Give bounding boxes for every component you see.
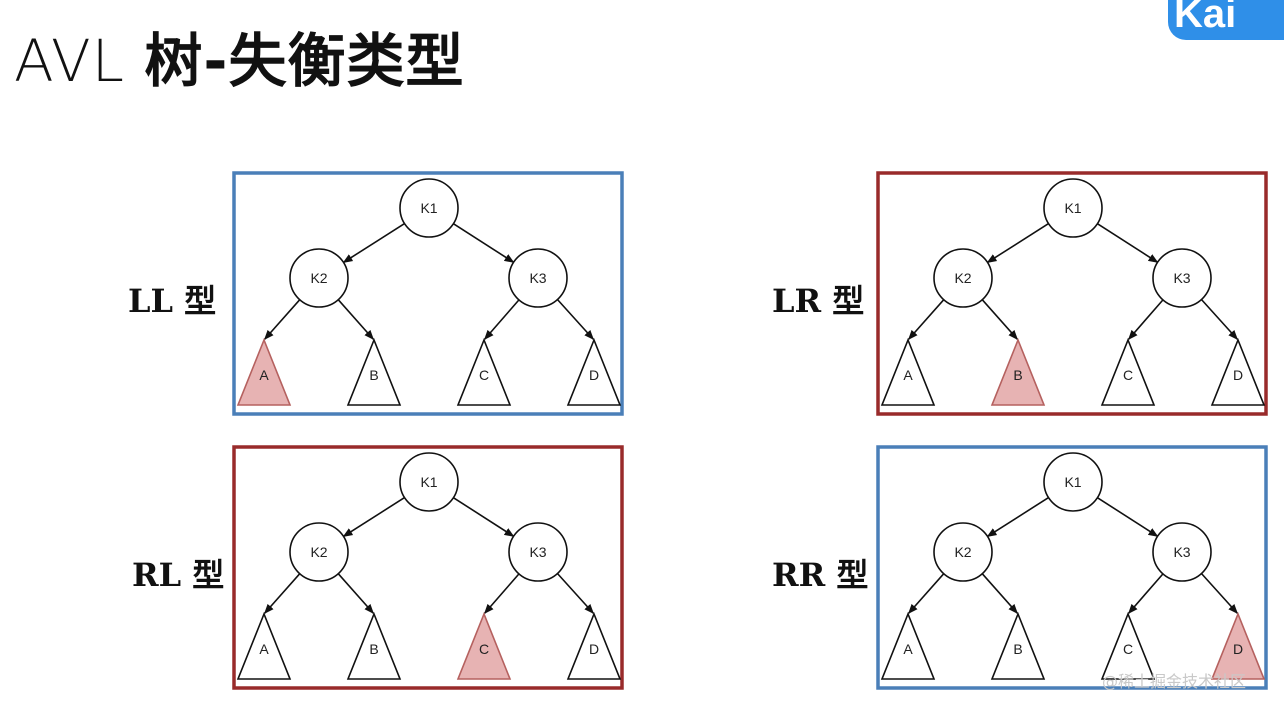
- node-k2: [933, 248, 993, 308]
- panel-label-lr: LR 型: [772, 282, 865, 320]
- node-k1-label: K1: [1064, 474, 1081, 490]
- edge-to-subtree-a: [908, 573, 945, 615]
- node-k3: [1152, 522, 1212, 582]
- edge-to-subtree-d: [1200, 298, 1238, 341]
- node-k1: [1043, 452, 1103, 512]
- node-k2: [933, 522, 993, 582]
- subtree-label-d: D: [589, 641, 599, 657]
- subtree-d: [566, 611, 622, 680]
- panel-frame-ll: [232, 171, 624, 416]
- subtree-b: [346, 611, 402, 680]
- node-k3: [508, 248, 568, 308]
- subtree-label-b: B: [1013, 367, 1022, 383]
- node-k2-label: K2: [954, 270, 971, 286]
- subtree-label-d: D: [1233, 367, 1243, 383]
- panel-label-rr: RR 型: [772, 556, 869, 594]
- node-k1: [399, 178, 459, 238]
- edge-to-subtree-b: [337, 573, 375, 615]
- edge-to-subtree-c: [1127, 573, 1164, 614]
- edge-to-subtree-b: [981, 299, 1018, 340]
- node-k3-label: K3: [1173, 544, 1190, 560]
- subtree-label-a: A: [903, 641, 913, 657]
- node-k3-label: K3: [1173, 270, 1190, 286]
- panel-frame-rr: [876, 445, 1268, 690]
- edge-k1-k2: [986, 496, 1049, 538]
- edge-to-subtree-d: [556, 298, 594, 341]
- subtree-label-c: C: [479, 367, 489, 383]
- subtree-a: [236, 611, 292, 680]
- subtree-c: [1100, 611, 1156, 680]
- node-k2: [289, 248, 349, 308]
- brand-logo: Kai: [1168, 0, 1284, 40]
- subtree-label-c: C: [1123, 641, 1133, 657]
- subtree-a: [880, 611, 936, 680]
- subtree-label-b: B: [369, 367, 378, 383]
- subtree-label-d: D: [1233, 641, 1243, 657]
- edge-k1-k2: [342, 222, 405, 264]
- subtree-label-a: A: [259, 367, 269, 383]
- edge-to-subtree-d: [1200, 572, 1238, 614]
- edge-to-subtree-a: [263, 573, 301, 615]
- subtree-b-highlighted: [990, 337, 1046, 406]
- subtree-label-b: B: [369, 641, 378, 657]
- node-k2-label: K2: [310, 544, 327, 560]
- subtree-d: [566, 337, 622, 406]
- subtree-c: [1100, 337, 1156, 406]
- page-title: AVL 树-失衡类型: [14, 14, 464, 98]
- edge-k1-k3: [452, 222, 515, 264]
- node-k2-label: K2: [954, 544, 971, 560]
- edge-to-subtree-c: [483, 573, 520, 614]
- node-k1: [1043, 178, 1103, 238]
- subtree-label-c: C: [1123, 367, 1133, 383]
- subtree-label-c: C: [479, 641, 489, 657]
- logo-text: Kai: [1174, 0, 1237, 36]
- node-k1-label: K1: [1064, 200, 1081, 216]
- edge-to-subtree-c: [1127, 299, 1164, 340]
- title-cjk: 树-失衡类型: [144, 27, 465, 95]
- node-k2-label: K2: [310, 270, 327, 286]
- subtree-label-b: B: [1013, 641, 1022, 657]
- edge-k1-k3: [452, 496, 515, 538]
- node-k3: [508, 522, 568, 582]
- edge-k1-k2: [986, 222, 1049, 264]
- edge-to-subtree-a: [263, 299, 301, 340]
- edge-to-subtree-b: [981, 573, 1018, 615]
- node-k3-label: K3: [529, 270, 546, 286]
- panel-label-ll: LL 型: [128, 282, 217, 320]
- subtree-c-highlighted: [456, 611, 512, 680]
- edge-to-subtree-a: [908, 299, 945, 340]
- node-k2: [289, 522, 349, 582]
- subtree-b: [990, 611, 1046, 680]
- subtree-c: [456, 337, 512, 406]
- subtree-d: [1210, 337, 1266, 406]
- panel-label-rl: RL 型: [132, 556, 225, 594]
- node-k1-label: K1: [420, 200, 437, 216]
- edge-to-subtree-d: [556, 572, 594, 614]
- watermark: @稀土掘金技术社区: [1102, 672, 1247, 691]
- subtree-a-highlighted: [236, 337, 292, 406]
- panel-frame-lr: [876, 171, 1268, 416]
- subtree-label-a: A: [259, 641, 269, 657]
- subtree-d-highlighted: [1210, 611, 1266, 680]
- edge-k1-k3: [1096, 496, 1159, 538]
- node-k3-label: K3: [529, 544, 546, 560]
- edge-k1-k3: [1096, 222, 1159, 264]
- subtree-label-d: D: [589, 367, 599, 383]
- subtree-a: [880, 337, 936, 406]
- panel-frame-rl: [232, 445, 624, 690]
- edge-k1-k2: [342, 496, 405, 538]
- node-k1-label: K1: [420, 474, 437, 490]
- title-latin: AVL: [14, 27, 125, 95]
- node-k3: [1152, 248, 1212, 308]
- subtree-label-a: A: [903, 367, 913, 383]
- edge-to-subtree-c: [483, 299, 520, 340]
- edge-to-subtree-b: [337, 299, 375, 340]
- node-k1: [399, 452, 459, 512]
- subtree-b: [346, 337, 402, 406]
